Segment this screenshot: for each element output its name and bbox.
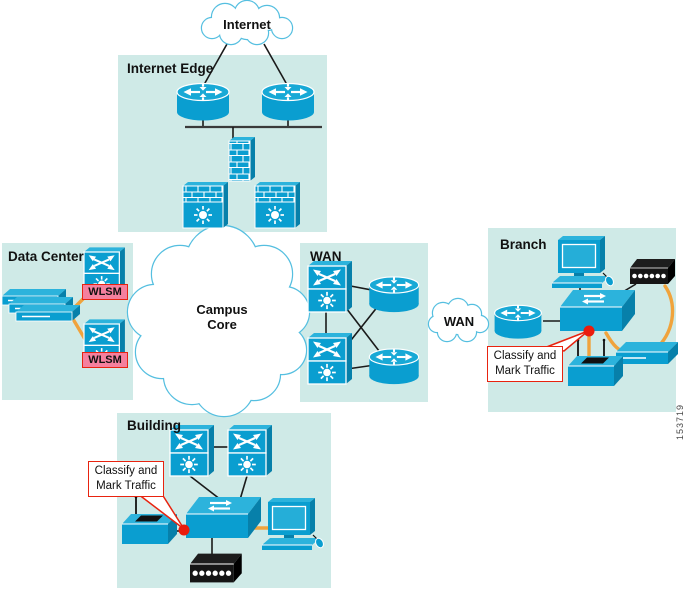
ip-phone-icon — [629, 258, 676, 285]
figure-number: 153719 — [675, 404, 685, 441]
internet-edge-label: Internet Edge — [127, 61, 214, 76]
wan-router-icon — [368, 348, 420, 385]
firewall-switch-icon — [182, 181, 229, 229]
building-callout-line2: Mark Traffic — [96, 479, 156, 492]
campus-core-label-line2: Core — [207, 316, 237, 332]
branch-switch-icon — [558, 288, 637, 333]
branch-router-icon — [494, 304, 542, 340]
building-callout: Classify and Mark Traffic — [88, 461, 164, 497]
firewall-switch-icon — [254, 181, 301, 229]
building-switch-icon — [226, 423, 274, 478]
branch-mark-dot — [583, 325, 595, 337]
wlsm-module-badge: WLSM — [82, 352, 128, 368]
branch-callout-line2: Mark Traffic — [495, 364, 555, 377]
campus-core-label: Campus Core — [172, 302, 272, 333]
branch-callout: Classify and Mark Traffic — [487, 346, 563, 382]
hub-icon — [615, 341, 679, 365]
data-center-label: Data Center — [8, 249, 84, 264]
campus-core-label-line1: Campus — [196, 302, 248, 317]
wan-zone-label: WAN — [310, 249, 342, 264]
edge-router-icon — [176, 82, 230, 122]
building-mark-dot — [178, 524, 190, 536]
branch-callout-line1: Classify and — [493, 350, 557, 362]
branch-label: Branch — [500, 237, 547, 252]
internet-cloud-label: Internet — [223, 17, 271, 32]
firewall-icon — [228, 137, 255, 182]
wan-switch-icon — [306, 259, 354, 314]
access-switch-icon — [184, 495, 263, 540]
wan-cloud-label: WAN — [443, 314, 475, 329]
wlsm-module-badge: WLSM — [82, 284, 128, 300]
building-callout-line1: Classify and — [94, 465, 158, 477]
wan-router-icon — [368, 276, 420, 313]
ip-phone-icon — [189, 553, 243, 583]
edge-router-icon — [261, 82, 315, 122]
wan-switch-icon — [306, 331, 354, 386]
building-label: Building — [127, 418, 181, 433]
